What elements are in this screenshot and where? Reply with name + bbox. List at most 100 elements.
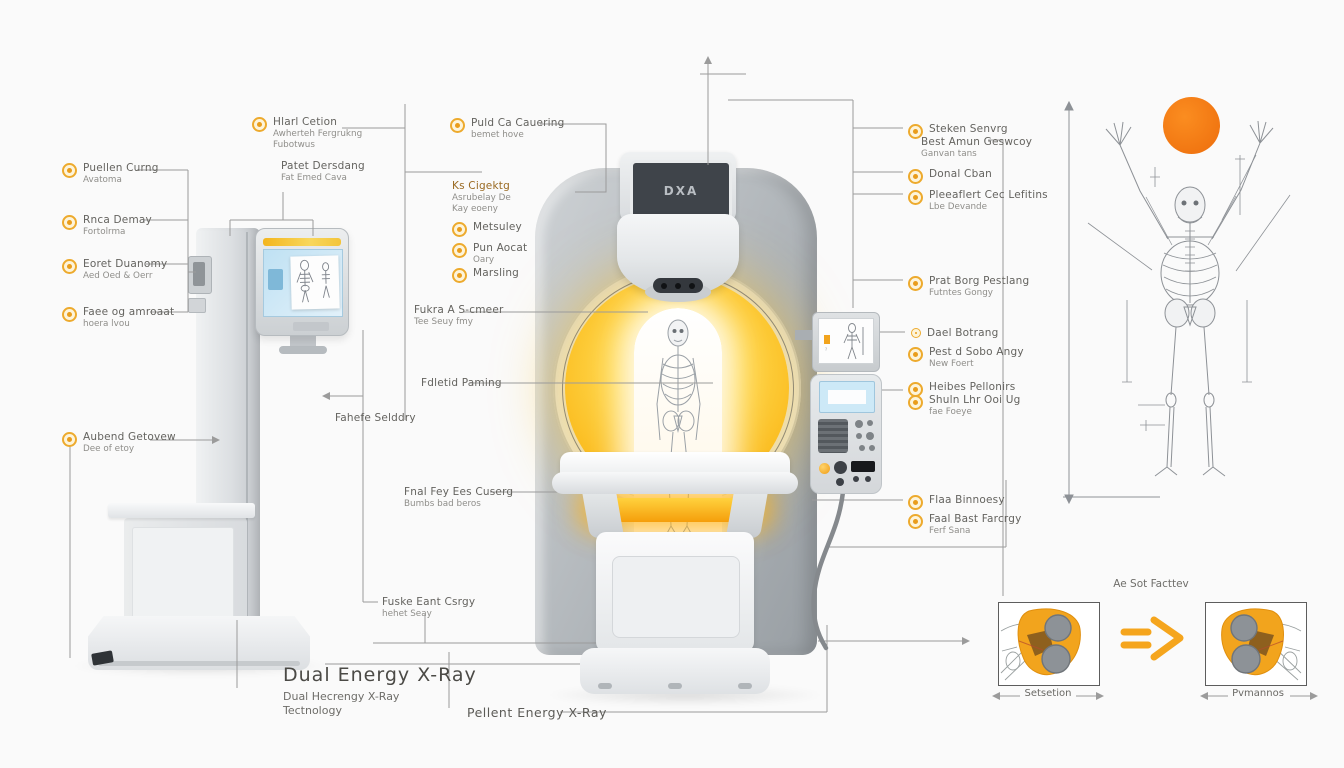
- svg-text:?: ?: [825, 347, 827, 352]
- monitor-keypad-tray: [293, 322, 329, 331]
- center-machine-base: [580, 648, 770, 694]
- hip-section-before: [1000, 608, 1081, 681]
- bullet-icon: [62, 307, 77, 322]
- bullet-icon: [252, 117, 267, 132]
- monitor-stand: [290, 334, 316, 348]
- dial-button: [834, 461, 847, 474]
- callout-dael-botrang: Dael Botrang: [911, 327, 998, 340]
- column-seam: [246, 232, 248, 646]
- bullet-icon: [908, 347, 923, 362]
- dxa-badge: DXA: [663, 183, 699, 198]
- scanner-head-display: DXA: [630, 160, 732, 221]
- monitor-stand-foot: [279, 346, 327, 354]
- scan-result-panel: [290, 255, 340, 310]
- comparison-after-image: [1205, 602, 1307, 686]
- connector-inset: [193, 262, 205, 286]
- console-monitor: ?: [812, 312, 880, 372]
- bullet-icon: [908, 514, 923, 529]
- bullet-icon: [452, 268, 467, 283]
- mini-skeleton-sketches: [296, 259, 330, 303]
- control-console: [810, 374, 882, 494]
- bullet-icon: [62, 432, 77, 447]
- left-machine-base: [88, 616, 310, 670]
- small-button: [865, 476, 871, 482]
- bullet-icon: [911, 328, 921, 338]
- small-button: [836, 478, 844, 486]
- console-arm: [795, 330, 815, 340]
- bullet-icon: [62, 259, 77, 274]
- bullet-icon: [908, 495, 923, 510]
- base-foot: [598, 683, 612, 689]
- power-button: [819, 463, 830, 474]
- comparison-title: Ae Sot Facttev: [1113, 578, 1189, 590]
- comparison-before-image: [998, 602, 1100, 686]
- bullet-icon: [452, 222, 467, 237]
- left-monitor: [255, 228, 349, 336]
- left-monitor-screen: [263, 249, 343, 317]
- column-connector-box-small: [188, 298, 206, 313]
- console-buttons: [853, 419, 877, 455]
- bullet-icon: [908, 395, 923, 410]
- console-status-screen: [819, 381, 875, 413]
- bullet-icon: [450, 118, 465, 133]
- monitor-accent-strip: [263, 238, 341, 246]
- base-foot: [668, 683, 682, 689]
- callout-marsling: Marsling: [452, 267, 519, 283]
- xray-emitter: [653, 278, 703, 293]
- callout-flaa-binnoesy: Flaa Binnoesy: [908, 494, 1005, 510]
- console-grille: [818, 419, 848, 453]
- console-cable: [811, 489, 846, 651]
- status-bar: [828, 390, 866, 404]
- table-pedestal: [596, 532, 754, 652]
- console-lower-controls: [817, 459, 875, 487]
- bullet-icon: [908, 124, 923, 139]
- pedestal-panel: [612, 556, 740, 638]
- patient-table-lip: [552, 472, 798, 494]
- bullet-icon: [62, 163, 77, 178]
- column-connector-box: [188, 256, 212, 294]
- subtitle-line1: Dual Hecrengy X-Ray: [283, 690, 400, 703]
- subtitle: Dual Hecrengy X-Ray Tectnology: [283, 690, 477, 719]
- bullet-icon: [62, 215, 77, 230]
- comparison-arrow-icon: [1120, 616, 1184, 661]
- subtitle-line2: Tectnology: [283, 704, 342, 718]
- base-trim: [98, 661, 300, 666]
- comparison-before-label: Setsetion: [1024, 688, 1072, 699]
- sun-marker-icon: [1163, 97, 1220, 154]
- patient-energy-label: Pellent Energy X-Ray: [467, 705, 607, 720]
- callout-fdletid-paming: Fdletid Paming: [421, 377, 502, 389]
- callout-metsuley: Metsuley: [452, 221, 522, 237]
- callout-steken-senvrg: Steken Senvrg: [908, 123, 1008, 139]
- headline: Dual Energy X-Ray Dual Hecrengy X-Ray Te…: [283, 664, 477, 719]
- bullet-icon: [908, 190, 923, 205]
- bullet-icon: [908, 276, 923, 291]
- reference-skeleton-sketch: [1063, 100, 1291, 505]
- main-title: Dual Energy X-Ray: [283, 664, 477, 686]
- small-button: [853, 476, 859, 482]
- console-screen-doodle: ?: [824, 323, 864, 360]
- screen-thumbnail-icon: [268, 269, 283, 290]
- callout-donal-cban: Donal Cban: [908, 168, 992, 184]
- comparison-after-label: Pvmannos: [1232, 688, 1284, 699]
- base-foot: [738, 683, 752, 689]
- bullet-icon: [908, 169, 923, 184]
- console-readout: [851, 461, 875, 472]
